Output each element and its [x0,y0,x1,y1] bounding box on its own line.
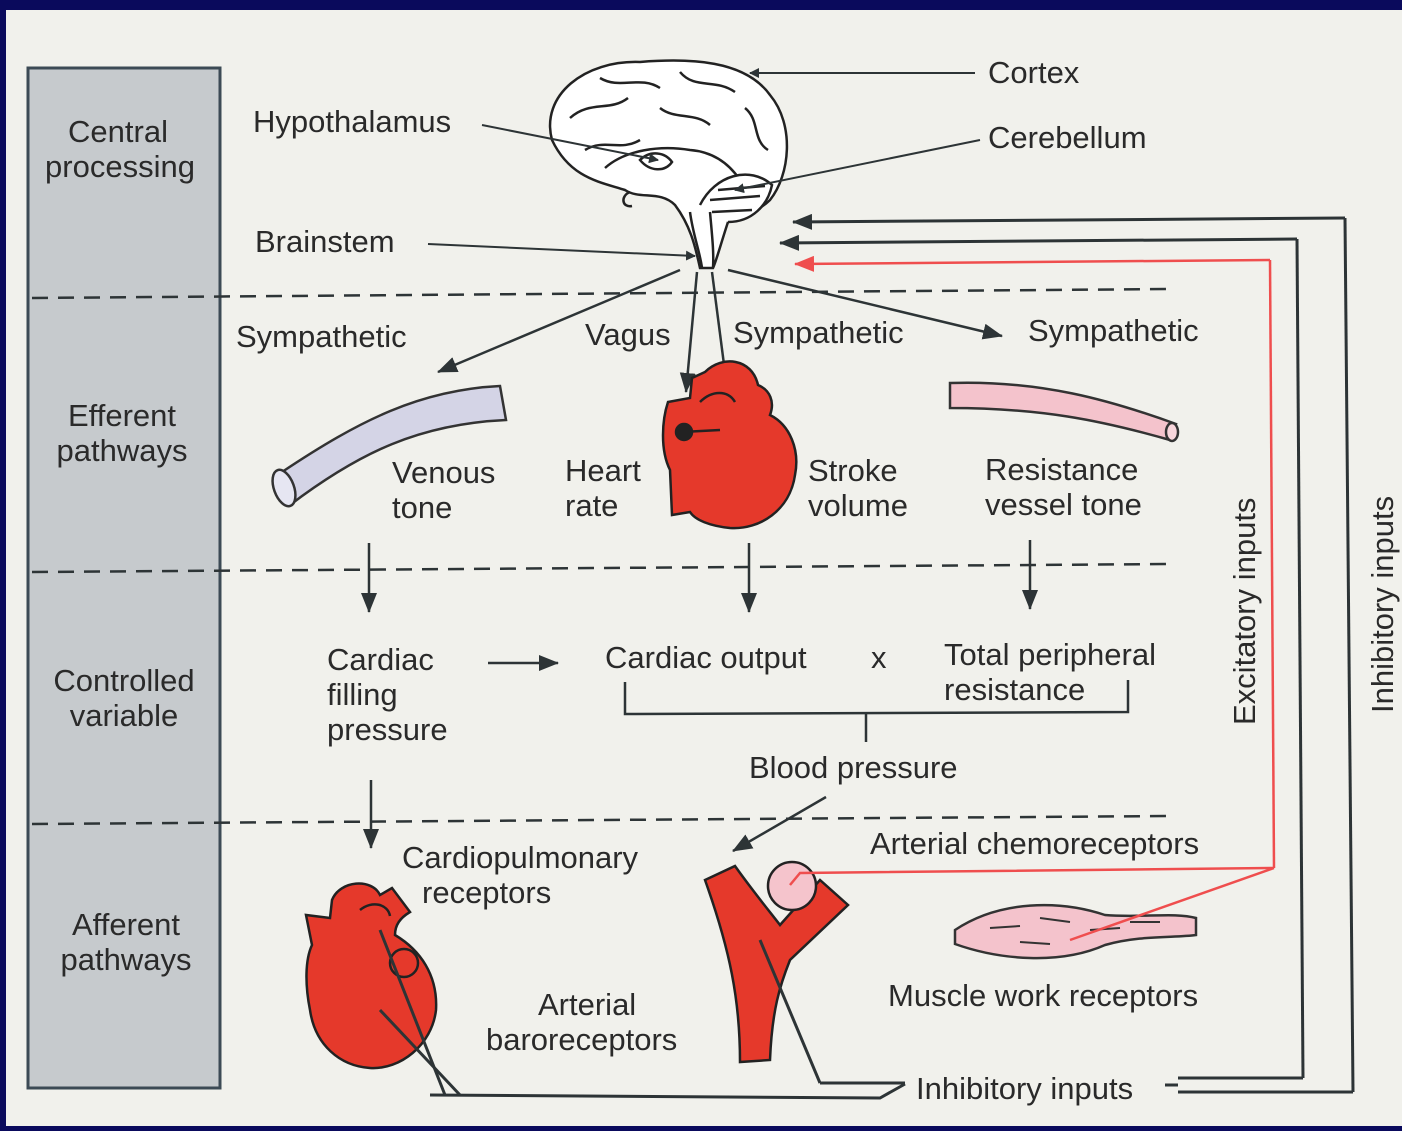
label-sympathetic-left: Sympathetic [236,319,407,354]
label-sympathetic-mid: Sympathetic [733,315,904,350]
label-central-2: processing [45,149,195,184]
label-muscle: Muscle work receptors [888,978,1198,1013]
label-filling-3: pressure [327,712,448,747]
label-heart-rate-1: Heart [565,453,641,488]
label-tpr-1: Total peripheral [944,637,1156,672]
label-times: x [871,640,887,675]
label-baroreceptors-1: Arterial [538,987,636,1022]
label-baroreceptors-2: baroreceptors [486,1022,677,1057]
label-controlled-1: Controlled [53,663,194,698]
label-vagus: Vagus [585,317,671,352]
label-cardiopulmonary-1: Cardiopulmonary [402,840,639,875]
label-heart-rate-2: rate [565,488,618,523]
label-resistance-1: Resistance [985,452,1138,487]
label-excitatory-vertical: Excitatory inputs [1227,498,1262,725]
label-stroke-1: Stroke [808,453,898,488]
label-stroke-2: volume [808,488,908,523]
label-hypothalamus: Hypothalamus [253,104,451,139]
label-resistance-2: vessel tone [985,487,1142,522]
label-cardiopulmonary-2: receptors [422,875,551,910]
label-efferent-1: Efferent [68,398,176,433]
label-afferent-1: Afferent [72,907,180,942]
label-inhibitory-bottom: Inhibitory inputs [916,1071,1133,1106]
label-filling-1: Cardiac [327,642,434,677]
label-cardiac-output: Cardiac output [605,640,807,675]
label-blood-pressure: Blood pressure [749,750,958,785]
label-venous-1: Venous [392,455,495,490]
label-central-1: Central [68,114,168,149]
label-afferent-2: pathways [61,942,192,977]
label-tpr-2: resistance [944,672,1085,707]
label-efferent-2: pathways [57,433,188,468]
label-controlled-2: variable [70,698,179,733]
label-chemoreceptors: Arterial chemoreceptors [870,826,1199,861]
label-brainstem: Brainstem [255,224,395,259]
label-inhibitory-vertical: Inhibitory inputs [1365,496,1400,713]
label-venous-2: tone [392,490,452,525]
label-cortex: Cortex [988,55,1080,90]
label-filling-2: filling [327,677,398,712]
label-cerebellum: Cerebellum [988,120,1147,155]
label-sympathetic-right: Sympathetic [1028,313,1199,348]
